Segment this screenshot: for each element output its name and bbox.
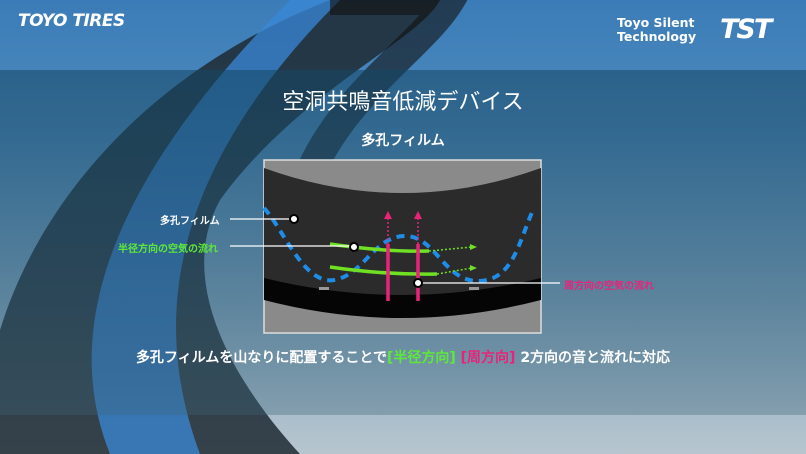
subtitle: 多孔フィルム bbox=[361, 133, 445, 149]
tst-logo: TST bbox=[720, 14, 772, 45]
film-marker bbox=[289, 214, 299, 224]
caption-circ: [周方向] bbox=[460, 350, 516, 366]
caption: 多孔フィルムを山なりに配置することで[半径方向] [周方向] 2方向の音と流れに… bbox=[0, 347, 806, 367]
caption-radial: [半径方向] bbox=[386, 350, 456, 366]
caption-part1: 多孔フィルムを山なりに配置することで bbox=[135, 350, 387, 366]
label-film: 多孔フィルム bbox=[160, 216, 220, 227]
toyo-tires-logo: TOYO TIRES bbox=[18, 11, 125, 31]
label-radial-flow: 半径方向の空気の流れ bbox=[118, 244, 218, 255]
tst-line2: Technology bbox=[617, 29, 697, 44]
porous-film-curve bbox=[262, 206, 536, 284]
tire-inner-surface bbox=[264, 168, 541, 296]
label-circ-flow: 周方向の空気の流れ bbox=[564, 281, 654, 292]
tst-line1: Toyo Silent bbox=[617, 15, 695, 30]
caption-part2: 2方向の音と流れに対応 bbox=[520, 350, 671, 366]
tire-band bbox=[264, 278, 541, 318]
radial-marker bbox=[349, 242, 359, 252]
page-title: 空洞共鳴音低減デバイス bbox=[282, 90, 524, 115]
circ-marker bbox=[413, 278, 423, 288]
